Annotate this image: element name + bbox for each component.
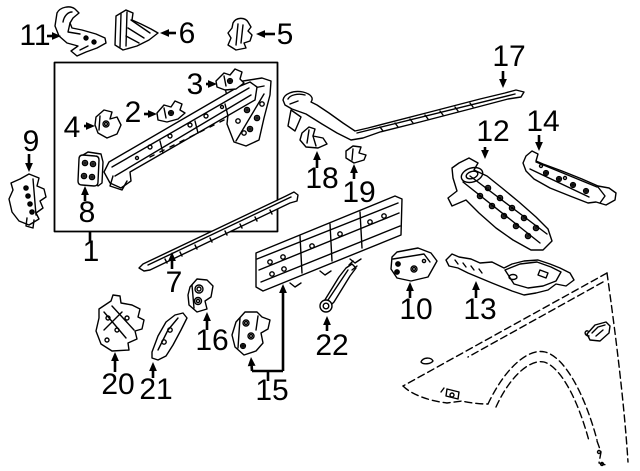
callout-number-11: 11 [19,19,50,52]
part-6-drawing [115,10,158,50]
callout-10: 10 [399,282,433,326]
callout-2: 2 [125,96,157,129]
callout-number-6: 6 [179,17,196,50]
callout-number-14: 14 [526,105,559,138]
part-18-drawing [300,127,327,148]
fender-outline-drawing [403,273,628,466]
callout-18: 18 [305,151,339,195]
part-11-drawing [55,7,106,56]
part-2-drawing [157,101,185,122]
part-17-drawing [283,90,524,140]
callout-number-16: 16 [195,324,228,357]
callout-7: 7 [166,252,183,299]
callout-number-8: 8 [79,196,96,229]
part-16-drawing [188,279,213,312]
part-14-drawing [523,151,616,205]
part-22-drawing [320,261,357,312]
callout-number-3: 3 [187,68,204,101]
callout-13: 13 [463,281,497,326]
callout-number-21: 21 [139,373,172,406]
part-7-drawing [139,192,298,271]
part-13-drawing [446,254,574,295]
callout-5: 5 [256,18,293,51]
callout-number-15: 15 [255,374,288,407]
parts-layer [9,7,628,466]
callout-number-5: 5 [277,18,294,51]
callout-20: 20 [101,352,135,401]
part-10-drawing [391,248,437,281]
part-3-drawing [216,69,244,90]
callout-number-4: 4 [64,111,81,144]
callout-number-1: 1 [83,235,100,268]
callout-4: 4 [64,111,95,144]
callout-12: 12 [476,115,510,159]
part-9-drawing [9,174,46,228]
callout-6: 6 [160,17,195,50]
callout-9: 9 [23,125,40,172]
callout-11: 11 [19,19,61,52]
part-1-rail-drawing [104,78,271,190]
callout-number-10: 10 [399,293,432,326]
callout-15: 15 [247,284,289,407]
callout-number-18: 18 [305,162,338,195]
callout-number-12: 12 [476,115,509,148]
callout-8: 8 [79,186,96,229]
part-1-assembly-box [55,63,278,232]
part-20-drawing [96,295,144,351]
part-8-drawing [78,152,103,186]
part-21-drawing [152,313,187,360]
part-19-drawing [346,146,366,163]
callout-number-20: 20 [101,368,134,401]
fender-side-clip-drawing [585,322,610,341]
callout-17: 17 [492,40,526,88]
callout-number-22: 22 [315,329,348,362]
callout-1: 1 [83,232,100,268]
part-15-bracket-drawing [232,312,270,355]
part-5-drawing [228,18,252,50]
callout-number-17: 17 [492,40,525,73]
part-15-rail-drawing [256,196,402,291]
callout-14: 14 [526,105,560,151]
callout-3: 3 [187,68,217,101]
callout-number-19: 19 [342,176,375,209]
callout-number-13: 13 [463,293,496,326]
callout-16: 16 [195,312,229,357]
part-12-drawing [448,158,552,250]
callout-22: 22 [315,316,349,362]
callout-number-2: 2 [125,96,142,129]
callout-number-9: 9 [23,125,40,158]
callout-19: 19 [342,164,376,209]
callout-number-7: 7 [166,266,183,299]
part-4-drawing [95,110,121,138]
callout-21: 21 [139,362,173,406]
